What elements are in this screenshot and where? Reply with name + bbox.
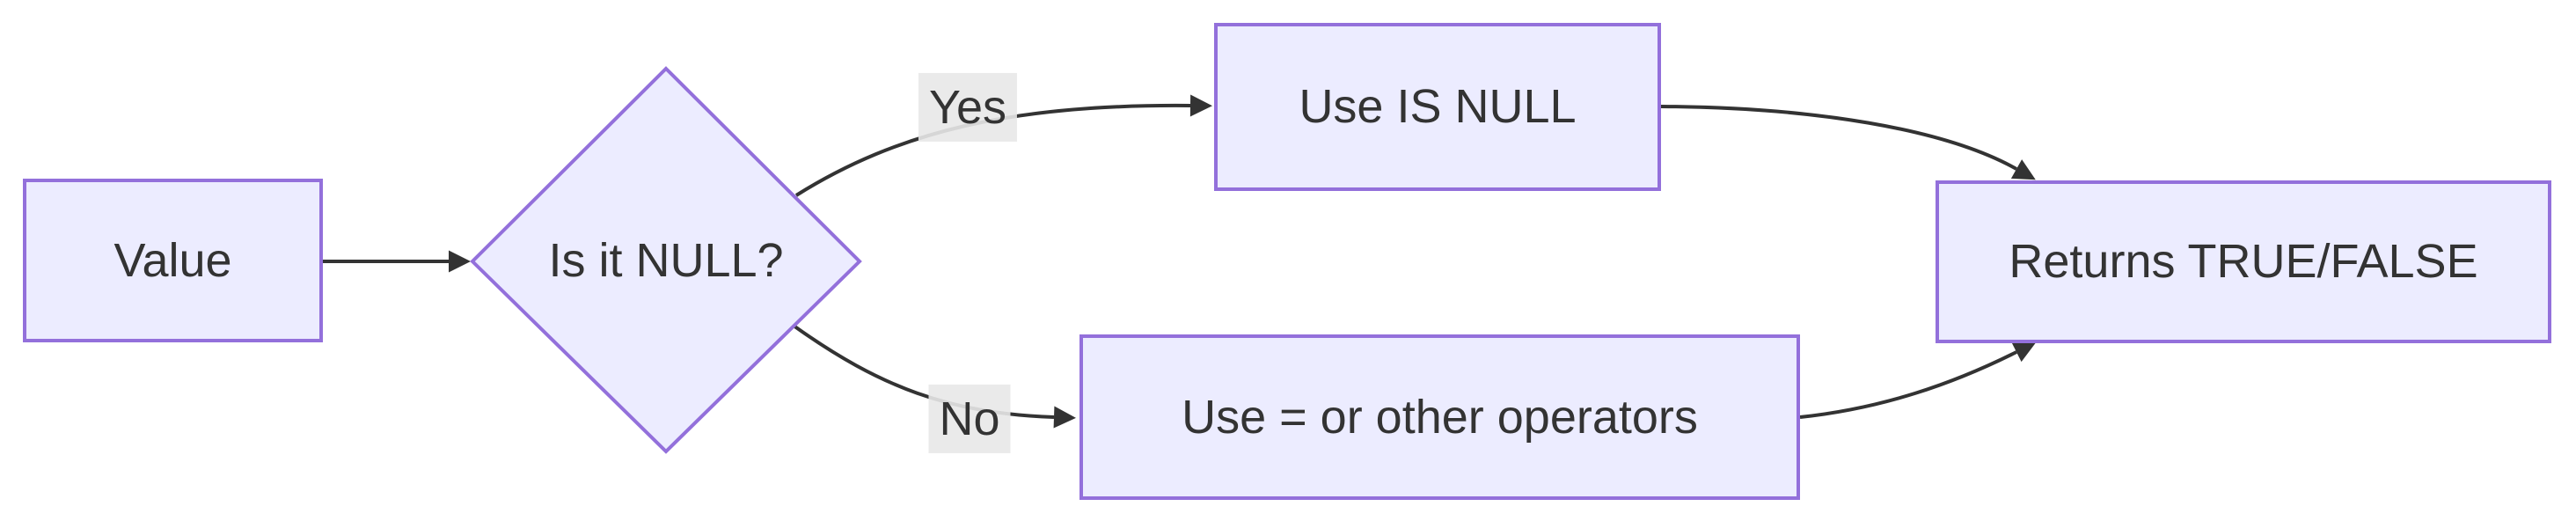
node-returns: Returns TRUE/FALSE (1936, 180, 2551, 343)
edge-operators-to-returns (1799, 341, 2037, 419)
node-use-is-null: Use IS NULL (1214, 23, 1661, 191)
node-value-label: Value (113, 233, 232, 287)
node-value: Value (23, 179, 323, 342)
node-use-operators-label: Use = or other operators (1182, 390, 1698, 444)
edge-isnull-to-returns (1660, 105, 2036, 180)
edge-label-yes: Yes (918, 72, 1018, 143)
edge-label-no: No (928, 384, 1011, 454)
edge-no (792, 324, 1076, 429)
decision-diamond-shape (470, 66, 862, 454)
node-use-operators: Use = or other operators (1079, 334, 1800, 500)
node-use-is-null-label: Use IS NULL (1299, 80, 1577, 134)
node-returns-label: Returns TRUE/FALSE (2009, 235, 2478, 289)
